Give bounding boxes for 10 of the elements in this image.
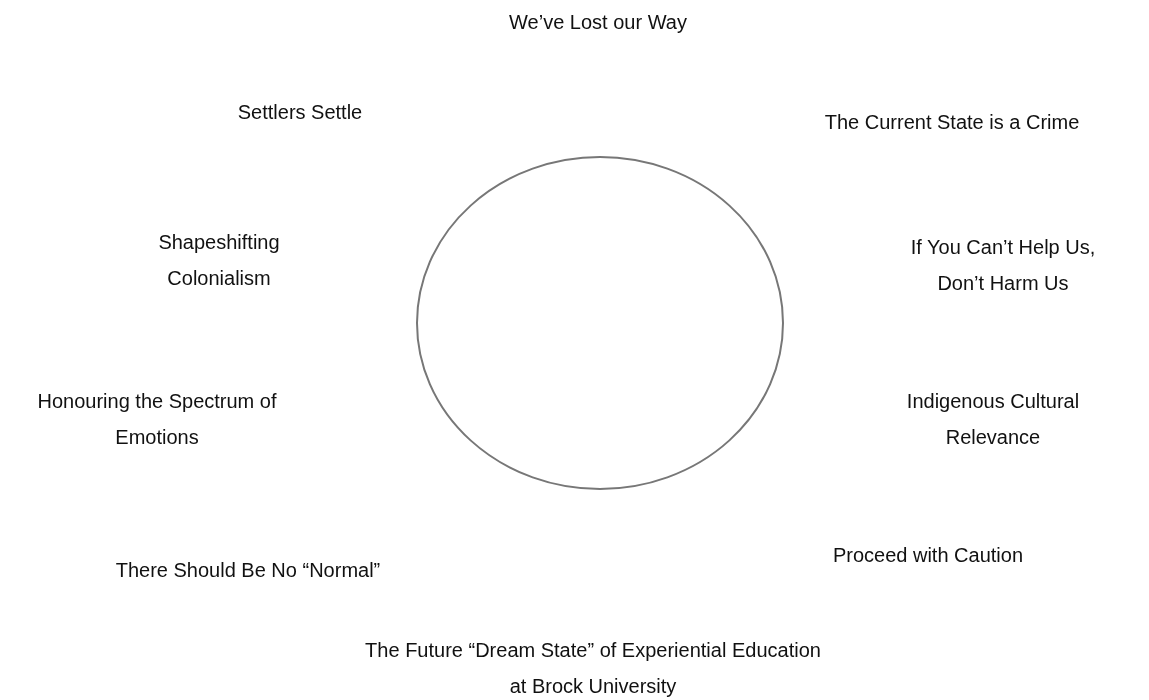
theme-label: Proceed with Caution [831, 543, 1025, 568]
theme-label: There Should Be No “Normal” [114, 558, 382, 583]
theme-label: Settlers Settle [236, 100, 364, 125]
theme-label: Honouring the Spectrum of Emotions [36, 389, 278, 450]
theme-label: Shapeshifting Colonialism [157, 230, 281, 291]
theme-label: If You Can’t Help Us, Don’t Harm Us [909, 235, 1097, 296]
theme-label: Indigenous Cultural Relevance [905, 389, 1081, 450]
theme-label: The Current State is a Crime [823, 110, 1081, 135]
theme-label: The Future “Dream State” of Experiential Education at Brock University [364, 638, 822, 699]
theme-label: We’ve Lost our Way [508, 10, 688, 35]
